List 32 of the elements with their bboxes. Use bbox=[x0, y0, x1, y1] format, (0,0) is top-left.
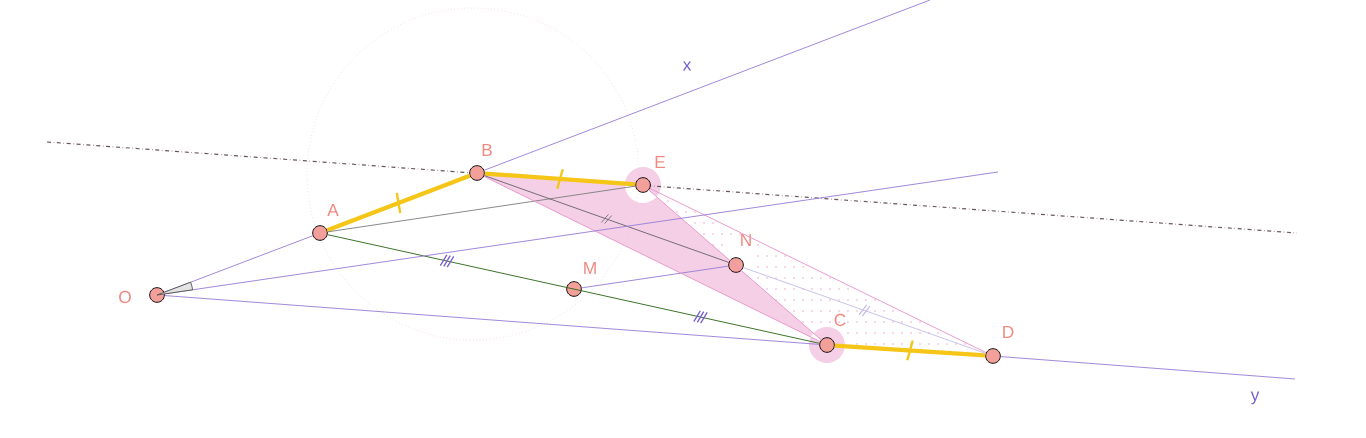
point-label: O bbox=[119, 290, 131, 304]
line-segment bbox=[484, 171, 636, 187]
ray-label: y bbox=[1250, 391, 1260, 405]
point bbox=[312, 225, 328, 241]
ray bbox=[1000, 356, 1296, 380]
line-segment bbox=[327, 185, 636, 233]
ray-label: x bbox=[682, 61, 692, 71]
line-segment bbox=[649, 187, 987, 354]
point bbox=[819, 337, 835, 353]
point bbox=[635, 177, 651, 193]
point-label: M bbox=[584, 262, 596, 274]
point bbox=[985, 348, 1001, 364]
point-label: E bbox=[655, 156, 666, 168]
line-segment bbox=[581, 265, 729, 289]
point bbox=[728, 257, 744, 273]
ray bbox=[483, 0, 931, 171]
point bbox=[149, 287, 165, 303]
point-label: A bbox=[327, 204, 339, 216]
point-label: D bbox=[1003, 326, 1014, 338]
line-segment bbox=[483, 175, 821, 342]
point-label: N bbox=[741, 234, 751, 246]
point-label: B bbox=[482, 144, 492, 156]
point bbox=[469, 165, 485, 181]
line-segment bbox=[164, 295, 820, 345]
point-label: C bbox=[834, 313, 846, 327]
line-segment bbox=[327, 234, 820, 344]
point bbox=[566, 281, 582, 297]
line-segment bbox=[648, 189, 822, 341]
line-segment bbox=[834, 343, 986, 358]
line-segment bbox=[326, 173, 471, 233]
line-segment bbox=[742, 267, 987, 354]
line-segment bbox=[483, 175, 730, 263]
